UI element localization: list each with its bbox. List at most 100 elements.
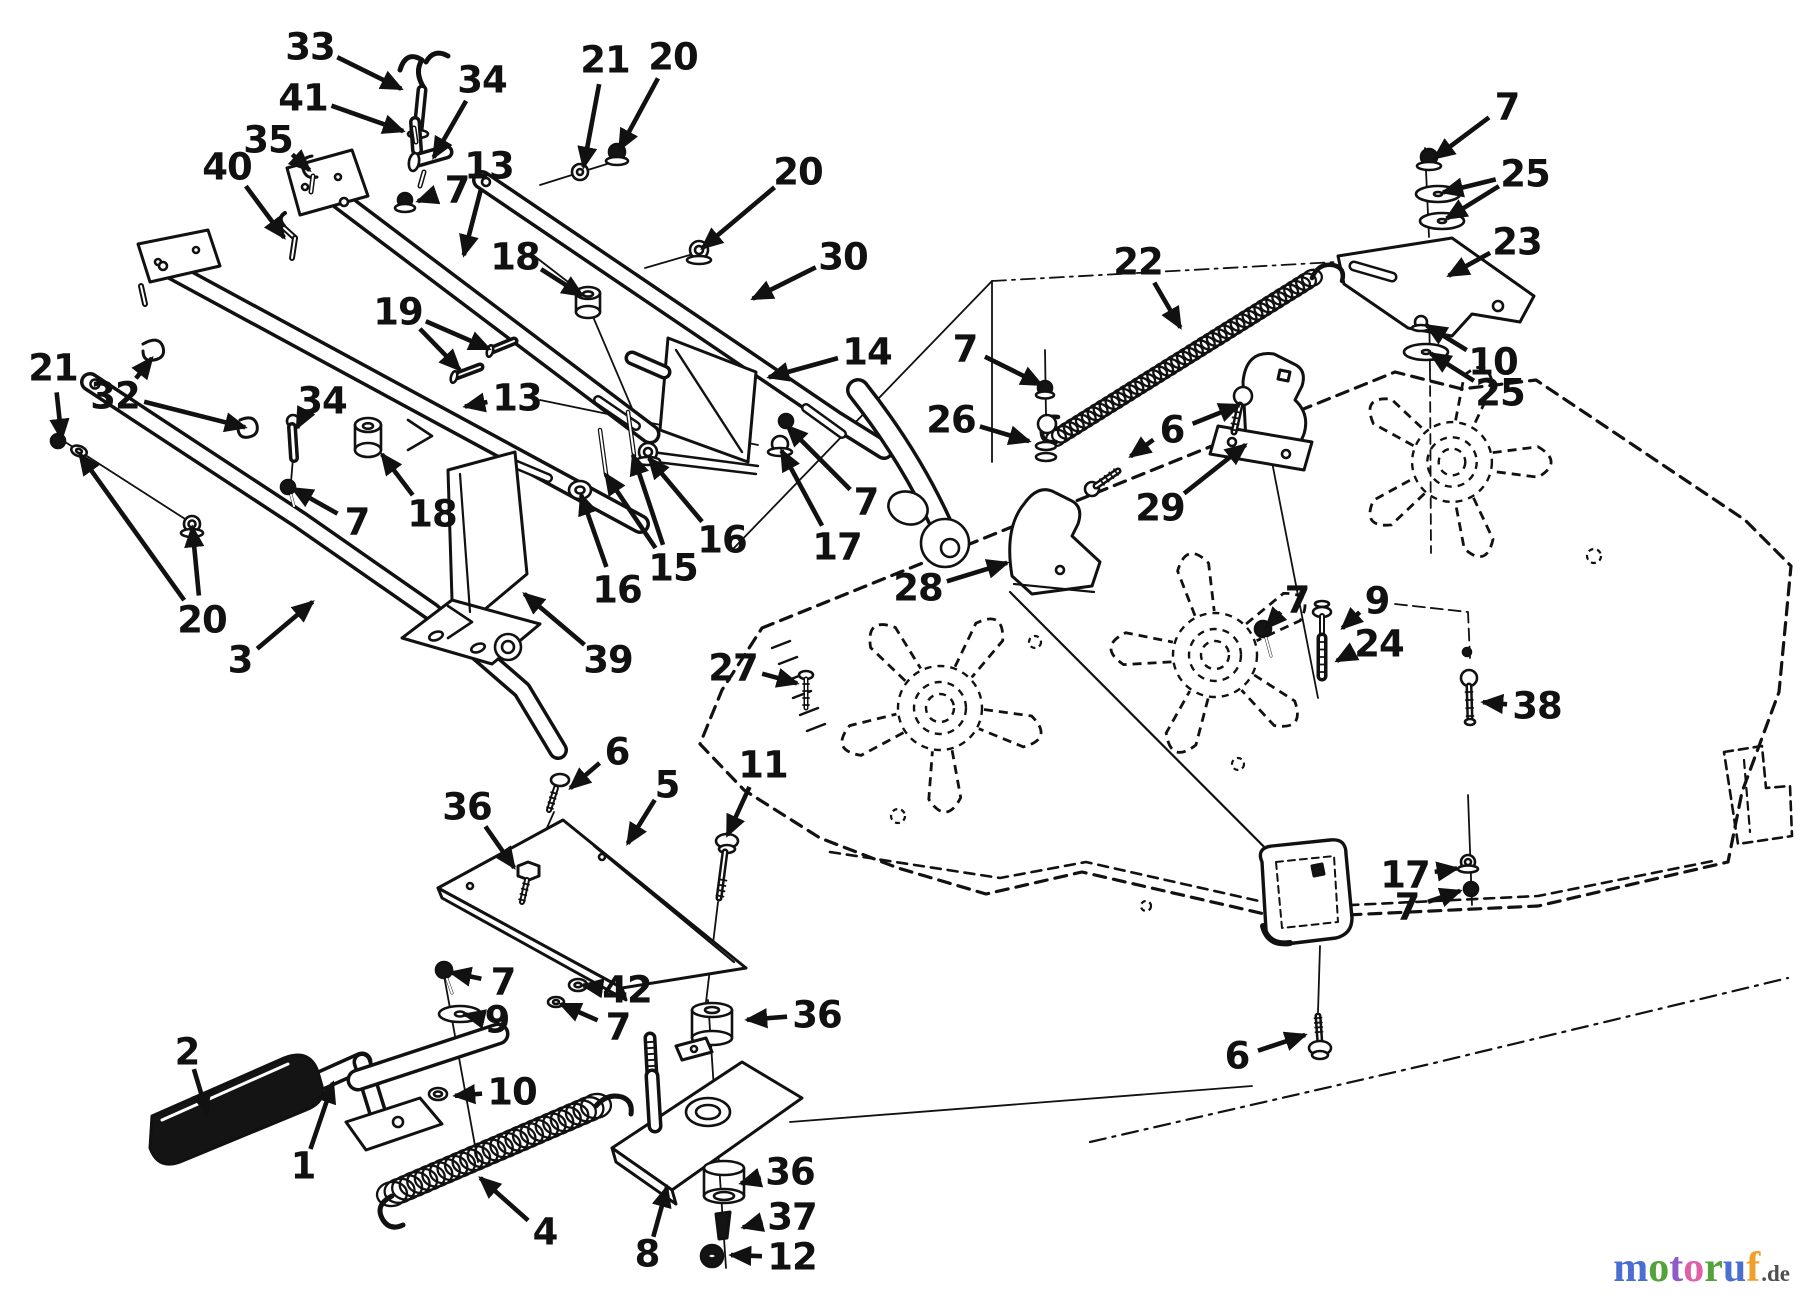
watermark-letter: r	[1704, 1245, 1723, 1291]
callout-7-35: 7	[953, 328, 1044, 387]
callout-20-20: 20	[77, 452, 228, 642]
watermark-letter: t	[1669, 1245, 1684, 1291]
part-number-7: 7	[1495, 86, 1520, 129]
part-number-20: 20	[177, 599, 227, 642]
callout-9-54: 9	[462, 999, 510, 1042]
part-number-27: 27	[708, 647, 758, 690]
callout-39-22: 39	[522, 592, 634, 682]
part-number-33: 33	[285, 26, 335, 69]
callout-6-37: 6	[1128, 402, 1242, 459]
callout-25-40: 25	[1440, 153, 1551, 221]
part-number-11: 11	[738, 744, 788, 787]
part-number-28: 28	[893, 567, 943, 610]
part-number-32: 32	[90, 375, 140, 418]
part-number-17: 17	[1380, 854, 1430, 897]
part-number-13: 13	[464, 145, 514, 188]
part-number-8: 8	[635, 1233, 660, 1276]
watermark-letter: m	[1613, 1245, 1649, 1291]
callout-28-28: 28	[893, 559, 1010, 610]
callout-36-61: 36	[738, 1151, 816, 1194]
part-number-34: 34	[297, 380, 347, 423]
callout-32-16: 32	[90, 355, 248, 433]
part-number-16: 16	[592, 569, 642, 612]
callout-11-32: 11	[725, 744, 789, 838]
part-number-23: 23	[1492, 221, 1542, 264]
callout-15-24: 15	[603, 452, 699, 590]
part-number-15: 15	[648, 547, 698, 590]
part-number-6: 6	[1225, 1035, 1250, 1078]
callout-21-15: 21	[28, 347, 79, 442]
part-number-30: 30	[818, 236, 868, 279]
part-number-18: 18	[407, 493, 457, 536]
part-number-22: 22	[1113, 241, 1163, 284]
callout-13-6: 13	[459, 145, 515, 258]
part-number-24: 24	[1354, 623, 1404, 666]
callout-18-9: 18	[490, 236, 585, 298]
part-number-19: 19	[373, 291, 423, 334]
callout-9-45: 9	[1340, 580, 1390, 631]
watermark-word: motoruf	[1613, 1247, 1760, 1289]
part-number-25: 25	[1475, 372, 1525, 415]
callout-26-36: 26	[926, 399, 1032, 446]
part-number-26: 26	[926, 399, 976, 442]
watermark-logo: motoruf.de	[1613, 1247, 1790, 1289]
part-number-20: 20	[773, 151, 823, 194]
watermark-letter: f	[1746, 1245, 1761, 1291]
callout-38-47: 38	[1480, 685, 1563, 728]
callout-33-0: 33	[285, 26, 404, 91]
callout-5-31: 5	[625, 764, 680, 846]
part-number-1: 1	[291, 1145, 316, 1188]
callout-16-23: 16	[578, 492, 643, 612]
part-number-40: 40	[202, 146, 252, 189]
part-number-37: 37	[767, 1196, 817, 1239]
callout-7-53: 7	[448, 961, 516, 1004]
part-number-3: 3	[228, 639, 253, 682]
part-number-36: 36	[792, 994, 842, 1037]
part-number-7: 7	[953, 328, 978, 371]
callout-10-42: 10	[1424, 323, 1519, 384]
part-number-7: 7	[1285, 579, 1310, 622]
callout-24-46: 24	[1334, 623, 1405, 666]
callout-36-33: 36	[442, 786, 517, 870]
callout-8-59: 8	[635, 1184, 672, 1276]
callout-3-21: 3	[228, 600, 315, 682]
callout-21-7: 21	[577, 39, 631, 170]
part-number-42: 42	[602, 969, 652, 1012]
callout-10-57: 10	[452, 1071, 538, 1114]
callout-18-18: 18	[380, 452, 458, 536]
part-number-21: 21	[580, 39, 630, 82]
part-number-34: 34	[457, 59, 507, 102]
part-number-29: 29	[1135, 487, 1185, 530]
watermark-suffix: .de	[1761, 1261, 1790, 1286]
watermark-letter: o	[1683, 1245, 1705, 1291]
part-number-7: 7	[345, 501, 370, 544]
callout-7-5: 7	[415, 169, 470, 212]
watermark-letter: u	[1722, 1245, 1747, 1291]
callout-13-14: 13	[462, 377, 543, 420]
callout-36-60: 36	[744, 994, 843, 1037]
part-number-41: 41	[278, 77, 328, 120]
part-number-25: 25	[1500, 153, 1550, 196]
callout-29-38: 29	[1135, 442, 1248, 530]
part-number-36: 36	[442, 786, 492, 829]
callout-2-51: 2	[175, 1031, 211, 1116]
callout-16-25: 16	[647, 456, 748, 562]
callout-12-63: 12	[728, 1236, 818, 1279]
watermark-letter: o	[1648, 1245, 1670, 1291]
part-number-18: 18	[490, 236, 540, 279]
callout-19-12: 19	[373, 291, 492, 372]
part-number-5: 5	[655, 764, 680, 807]
callout-7-56: 7	[558, 1002, 631, 1049]
part-number-17: 17	[812, 526, 862, 569]
part-number-7: 7	[1395, 886, 1420, 929]
part-number-6: 6	[605, 731, 630, 774]
part-number-14: 14	[842, 331, 892, 374]
callout-34-17: 34	[294, 380, 348, 431]
part-number-4: 4	[533, 1211, 558, 1254]
callout-14-13: 14	[766, 331, 893, 382]
part-number-35: 35	[243, 119, 293, 162]
callout-37-62: 37	[740, 1196, 818, 1239]
callout-30-11: 30	[750, 236, 869, 301]
